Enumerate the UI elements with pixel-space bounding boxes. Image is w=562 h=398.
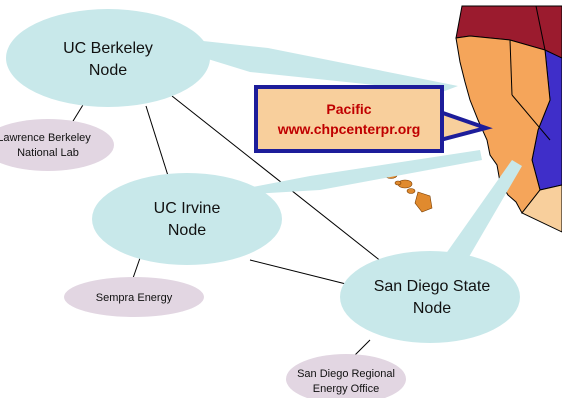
node-uc-berkeley-sublabel: Node — [89, 62, 127, 79]
state-border — [509, 39, 513, 96]
node-san-diego-state-sublabel: Node — [413, 300, 451, 317]
partner-lbnl-sublabel: National Lab — [17, 147, 79, 159]
node-uc-irvine-label: UC Irvine — [154, 200, 221, 217]
california-shape — [455, 35, 551, 214]
node-san-diego-state-label: San Diego State — [374, 278, 491, 295]
partner-lbnl-label: Lawrence Berkeley — [0, 132, 91, 144]
connector-irvine-sandiego — [249, 259, 351, 286]
node-uc-berkeley: UC Berkeley Node — [6, 9, 210, 107]
mexico-region — [521, 184, 562, 233]
partner-sempra: Sempra Energy — [64, 277, 204, 317]
pacific-callout-box — [254, 85, 444, 153]
partner-sdreo: San Diego Regional Energy Office — [286, 354, 406, 398]
state-border — [511, 94, 551, 141]
map — [367, 5, 562, 233]
node-uc-irvine: UC Irvine Node — [92, 173, 282, 265]
connector-berkeley-irvine — [145, 105, 171, 183]
partner-sdreo-sublabel: Energy Office — [313, 383, 379, 395]
partner-sempra-label: Sempra Energy — [96, 292, 173, 304]
connector-berkeley-sandiego — [171, 95, 383, 263]
node-uc-berkeley-label: UC Berkeley — [63, 40, 153, 57]
state-border — [535, 5, 546, 51]
node-uc-irvine-sublabel: Node — [168, 222, 206, 239]
sandiego-pointer — [430, 160, 522, 275]
connectors — [69, 95, 383, 369]
node-san-diego-state: San Diego State Node — [340, 251, 520, 343]
partner-lbnl: Lawrence Berkeley National Lab — [0, 119, 114, 171]
pacific-callout-url: www.chpcenterpr.org — [277, 121, 421, 137]
pacific-callout-title: Pacific — [326, 101, 371, 117]
partner-sdreo-label: San Diego Regional — [297, 368, 395, 380]
pacific-callout: Pacific www.chpcenterpr.org — [254, 85, 493, 153]
irvine-pointer — [200, 150, 482, 197]
